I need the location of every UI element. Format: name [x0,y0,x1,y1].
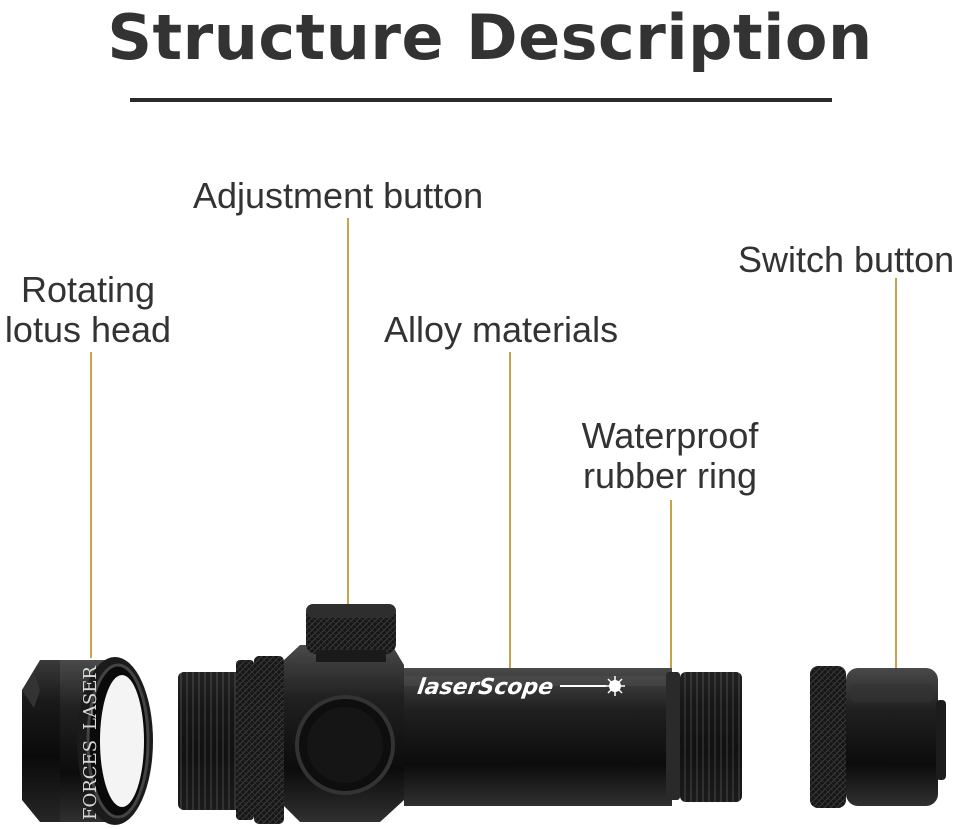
head-marking-forces: FORCES [80,740,101,820]
leader-line-alloy-materials [509,352,511,674]
label-alloy-materials: Alloy materials [384,309,619,350]
leader-line-rotating-head [90,352,92,658]
title-divider [130,98,832,102]
rotating-head-part: LASER FORCES [22,657,153,825]
label-waterproof-rubber-ring: Waterproof rubber ring [570,416,770,496]
label-adjustment-button: Adjustment button [193,175,484,216]
main-body-part: laserScope [178,604,742,824]
head-marking-laser: LASER [80,666,101,730]
leader-line-adjustment-button [347,218,349,610]
switch-cap-part [810,666,946,808]
leader-line-switch-button [895,278,897,698]
body-brand-marking: laserScope [416,674,555,700]
label-waterproof-line-1: Waterproof [581,415,759,456]
leader-line-waterproof-ring [670,500,672,682]
label-rotating-lotus-head: Rotating lotus head [0,270,176,350]
label-rotating-line-2: lotus head [4,309,172,350]
label-switch-button: Switch button [738,239,955,280]
label-waterproof-line-2: rubber ring [582,455,758,496]
label-rotating-line-1: Rotating [20,269,156,310]
page-title: Structure Description [107,1,873,74]
